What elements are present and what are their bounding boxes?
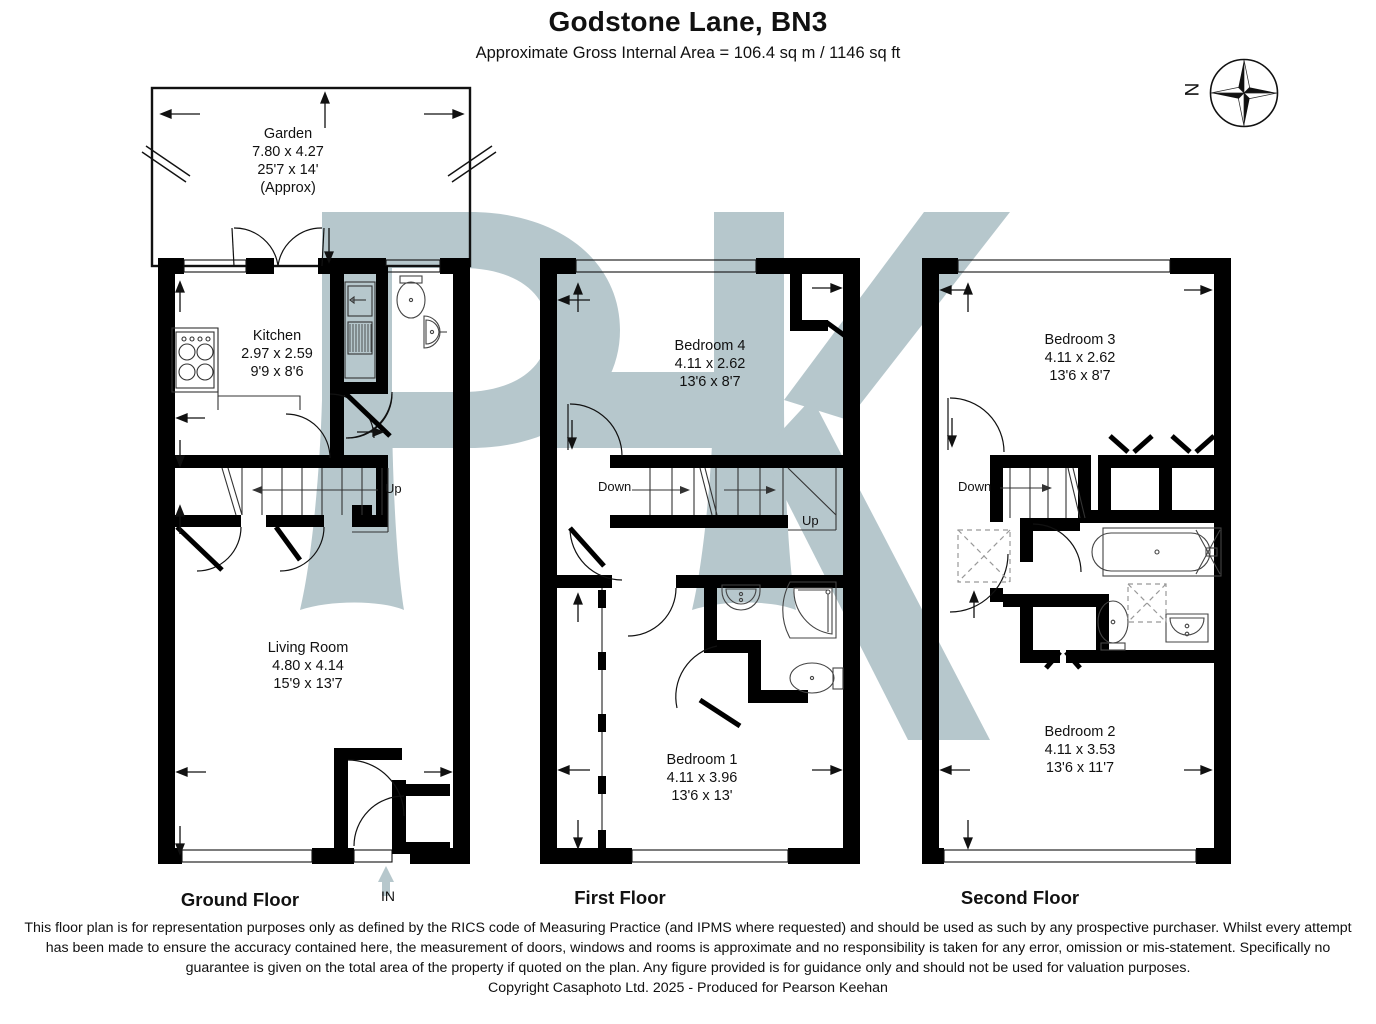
stair-label-up-ground: Up	[385, 481, 402, 496]
room-label-bedroom-1: Bedroom 1 4.11 x 3.96 13'6 x 13'	[622, 752, 782, 806]
room-metric: 2.97 x 2.59	[241, 345, 313, 362]
room-label-kitchen: Kitchen 2.97 x 2.59 9'9 x 8'6	[202, 328, 352, 382]
floor-label-ground: Ground Floor	[180, 889, 300, 910]
page-title: Godstone Lane, BN3	[548, 6, 828, 37]
stair-label-up-first: Up	[802, 513, 819, 528]
room-imperial: 9'9 x 8'6	[250, 363, 304, 380]
room-imperial: 13'6 x 11'7	[1045, 759, 1115, 776]
room-imperial: 15'9 x 13'7	[273, 675, 343, 692]
stair-label-down-second: Down	[958, 479, 992, 494]
room-name: Bedroom 3	[1044, 332, 1116, 348]
room-metric: 4.11 x 2.62	[1044, 349, 1116, 366]
gross-internal-area-subtitle: Approximate Gross Internal Area = 106.4 …	[475, 44, 901, 63]
second-floor-plan	[922, 258, 1231, 864]
room-name: Kitchen	[252, 328, 302, 344]
copyright-text: Copyright Casaphoto Ltd. 2025 - Produced…	[488, 980, 888, 997]
room-metric: 7.80 x 4.27	[252, 143, 324, 160]
floor-label-first: First Floor	[574, 887, 666, 908]
header: Godstone Lane, BN3 Approximate Gross Int…	[0, 0, 1376, 63]
floor-label-second: Second Floor	[960, 887, 1080, 908]
room-name: Bedroom 2	[1044, 724, 1116, 740]
ground-floor-plan	[141, 86, 497, 896]
compass-rose: N	[1182, 56, 1306, 130]
room-imperial: 13'6 x 8'7	[679, 373, 741, 390]
room-metric: 4.11 x 3.96	[666, 769, 738, 786]
compass-rose-icon	[1209, 58, 1279, 128]
room-name: Living Room	[267, 640, 349, 656]
room-metric: 4.80 x 4.14	[272, 657, 344, 674]
footer: This floor plan is for representation pu…	[0, 918, 1376, 996]
room-note: (Approx)	[260, 179, 316, 196]
watermark-pk	[300, 212, 1010, 740]
room-imperial: 25'7 x 14'	[257, 161, 319, 178]
room-metric: 4.11 x 3.53	[1044, 741, 1116, 758]
entrance-label: IN	[381, 888, 395, 904]
room-imperial: 13'6 x 8'7	[1049, 367, 1111, 384]
room-label-garden: Garden 7.80 x 4.27 25'7 x 14' (Approx)	[200, 126, 376, 198]
room-label-living-room: Living Room 4.80 x 4.14 15'9 x 13'7	[228, 640, 388, 694]
room-name: Bedroom 1	[666, 752, 738, 768]
room-imperial: 13'6 x 13'	[671, 787, 733, 804]
stair-label-down-first: Down	[598, 479, 632, 494]
room-metric: 4.11 x 2.62	[674, 355, 746, 372]
room-label-bedroom-2: Bedroom 2 4.11 x 3.53 13'6 x 11'7	[1000, 724, 1160, 778]
room-name: Garden	[263, 126, 313, 142]
room-label-bedroom-4: Bedroom 4 4.11 x 2.62 13'6 x 8'7	[630, 338, 790, 392]
room-name: Bedroom 4	[674, 338, 746, 354]
first-floor-plan	[540, 258, 860, 864]
room-label-bedroom-3: Bedroom 3 4.11 x 2.62 13'6 x 8'7	[1000, 332, 1160, 386]
entrance-arrow-icon	[378, 866, 394, 896]
disclaimer-text: This floor plan is for representation pu…	[24, 920, 1352, 977]
